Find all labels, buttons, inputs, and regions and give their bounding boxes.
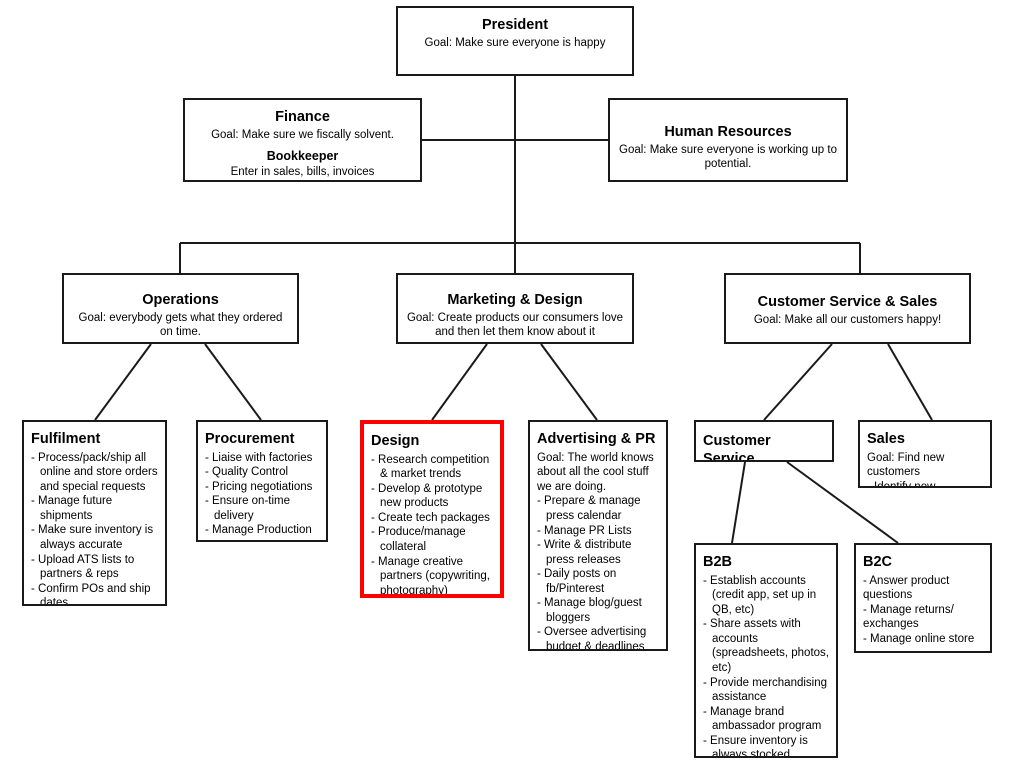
list-item: Share assets with accounts (spreadsheets… bbox=[703, 617, 829, 675]
node-fulfilment-items: Process/pack/ship all online and store o… bbox=[31, 451, 158, 604]
node-customer-service-title: Customer Service bbox=[703, 433, 771, 462]
node-advertising-pr-items: Prepare & manage press calendarManage PR… bbox=[537, 494, 659, 649]
node-procurement-items: Liaise with factoriesQuality ControlPric… bbox=[205, 451, 319, 538]
list-item: Provide merchandising assistance bbox=[703, 676, 829, 705]
connector-operations-fulfilment bbox=[94, 343, 152, 421]
node-sales-goal: Goal: Find new customers bbox=[867, 451, 945, 479]
node-finance-subline-1: Enter in sales, bills, invoices bbox=[230, 165, 375, 178]
connector-cs-b2b bbox=[731, 461, 746, 544]
node-operations[interactable]: Operations Goal: everybody gets what the… bbox=[62, 273, 299, 344]
node-procurement-title: Procurement bbox=[205, 431, 295, 447]
list-item: Quality Control bbox=[205, 465, 319, 480]
list-item: Produce/manage collateral bbox=[371, 525, 493, 554]
node-finance-goal: Goal: Make sure we fiscally solvent. bbox=[211, 128, 394, 141]
list-item: Process/pack/ship all online and store o… bbox=[31, 451, 158, 495]
node-b2b[interactable]: B2B Establish accounts (credit app, set … bbox=[694, 543, 838, 758]
connector-cssales-customerservice bbox=[763, 343, 833, 421]
node-human-resources[interactable]: Human Resources Goal: Make sure everyone… bbox=[608, 98, 848, 182]
node-customer-service-sales[interactable]: Customer Service & Sales Goal: Make all … bbox=[724, 273, 971, 344]
node-finance-title: Finance bbox=[275, 109, 330, 125]
node-human-resources-goal: Goal: Make sure everyone is working up t… bbox=[619, 143, 837, 171]
list-item: Identify new accounts bbox=[867, 480, 983, 486]
node-customer-service-sales-goal: Goal: Make all our customers happy! bbox=[753, 313, 942, 326]
node-marketing-design-title: Marketing & Design bbox=[447, 292, 583, 308]
node-b2c-title: B2C bbox=[863, 554, 893, 570]
list-item: Daily posts on fb/Pinterest bbox=[537, 567, 659, 596]
list-item: Manage PR Lists bbox=[537, 524, 659, 539]
list-item: - Manage online store bbox=[863, 632, 975, 645]
node-b2b-items: Establish accounts (credit app, set up i… bbox=[703, 574, 829, 756]
node-human-resources-title: Human Resources bbox=[664, 124, 792, 140]
node-design[interactable]: Design Research competition & market tre… bbox=[360, 420, 504, 598]
node-fulfilment-title: Fulfilment bbox=[31, 431, 101, 447]
node-b2c[interactable]: B2C - Answer product questions- Manage r… bbox=[854, 543, 992, 653]
node-finance-subtitle: Bookkeeper bbox=[266, 149, 339, 164]
node-president[interactable]: President Goal: Make sure everyone is ha… bbox=[396, 6, 634, 76]
node-operations-goal: Goal: everybody gets what they ordered o… bbox=[78, 311, 283, 339]
list-item: Research competition & market trends bbox=[371, 453, 493, 482]
node-president-goal: Goal: Make sure everyone is happy bbox=[424, 36, 606, 49]
list-item: Confirm POs and ship dates bbox=[31, 582, 158, 604]
list-item: Manage brand ambassador program bbox=[703, 705, 829, 734]
list-item: Liaise with factories bbox=[205, 451, 319, 466]
list-item: Manage Production bbox=[205, 523, 319, 538]
list-item: Create tech packages bbox=[371, 511, 493, 526]
node-finance[interactable]: Finance Goal: Make sure we fiscally solv… bbox=[183, 98, 422, 182]
list-item: - Answer product questions bbox=[863, 574, 950, 602]
connector-marketing-design bbox=[431, 343, 488, 421]
connector-marketing-advertising bbox=[540, 343, 598, 421]
node-b2c-items: - Answer product questions- Manage retur… bbox=[863, 574, 983, 647]
node-advertising-pr-goal: Goal: The world knows about all the cool… bbox=[537, 451, 654, 493]
node-design-title: Design bbox=[371, 433, 420, 449]
list-item: Upload ATS lists to partners & reps bbox=[31, 553, 158, 582]
list-item: Manage future shipments bbox=[31, 494, 158, 523]
list-item: - Manage returns/ exchanges bbox=[863, 603, 954, 631]
node-sales[interactable]: Sales Goal: Find new customers Identify … bbox=[858, 420, 992, 488]
connector-cssales-sales bbox=[887, 343, 933, 421]
list-item: Ensure on-time delivery bbox=[205, 494, 319, 523]
node-advertising-pr-title: Advertising & PR bbox=[537, 431, 656, 447]
node-marketing-design[interactable]: Marketing & Design Goal: Create products… bbox=[396, 273, 634, 344]
node-marketing-design-goal: Goal: Create products our consumers love… bbox=[406, 311, 624, 339]
node-fulfilment[interactable]: Fulfilment Process/pack/ship all online … bbox=[22, 420, 167, 606]
node-design-items: Research competition & market trendsDeve… bbox=[371, 453, 493, 594]
node-customer-service-sales-title: Customer Service & Sales bbox=[757, 294, 938, 310]
list-item: Oversee advertising budget & deadlines bbox=[537, 625, 659, 649]
node-president-title: President bbox=[481, 17, 549, 33]
node-customer-service[interactable]: Customer Service bbox=[694, 420, 834, 462]
node-b2b-title: B2B bbox=[703, 554, 733, 570]
node-procurement[interactable]: Procurement Liaise with factoriesQuality… bbox=[196, 420, 328, 542]
list-item: Write & distribute press releases bbox=[537, 538, 659, 567]
list-item: Develop & prototype new products bbox=[371, 482, 493, 511]
node-operations-title: Operations bbox=[142, 292, 219, 308]
node-finance-subline-2: Monitor & follow-up on A/R and A/P bbox=[193, 179, 412, 180]
node-advertising-pr[interactable]: Advertising & PR Goal: The world knows a… bbox=[528, 420, 668, 651]
list-item: Establish accounts (credit app, set up i… bbox=[703, 574, 829, 618]
node-sales-items: Identify new accountsPitch & follow up bbox=[867, 480, 983, 486]
list-item: Make sure inventory is always accurate bbox=[31, 523, 158, 552]
connector-operations-procurement bbox=[204, 343, 262, 421]
node-sales-title: Sales bbox=[867, 431, 905, 447]
list-item: Prepare & manage press calendar bbox=[537, 494, 659, 523]
list-item: Manage creative partners (copywriting, p… bbox=[371, 555, 493, 594]
list-item: Manage blog/guest bloggers bbox=[537, 596, 659, 625]
list-item: Pricing negotiations bbox=[205, 480, 319, 495]
list-item: Ensure inventory is always stocked bbox=[703, 734, 829, 756]
